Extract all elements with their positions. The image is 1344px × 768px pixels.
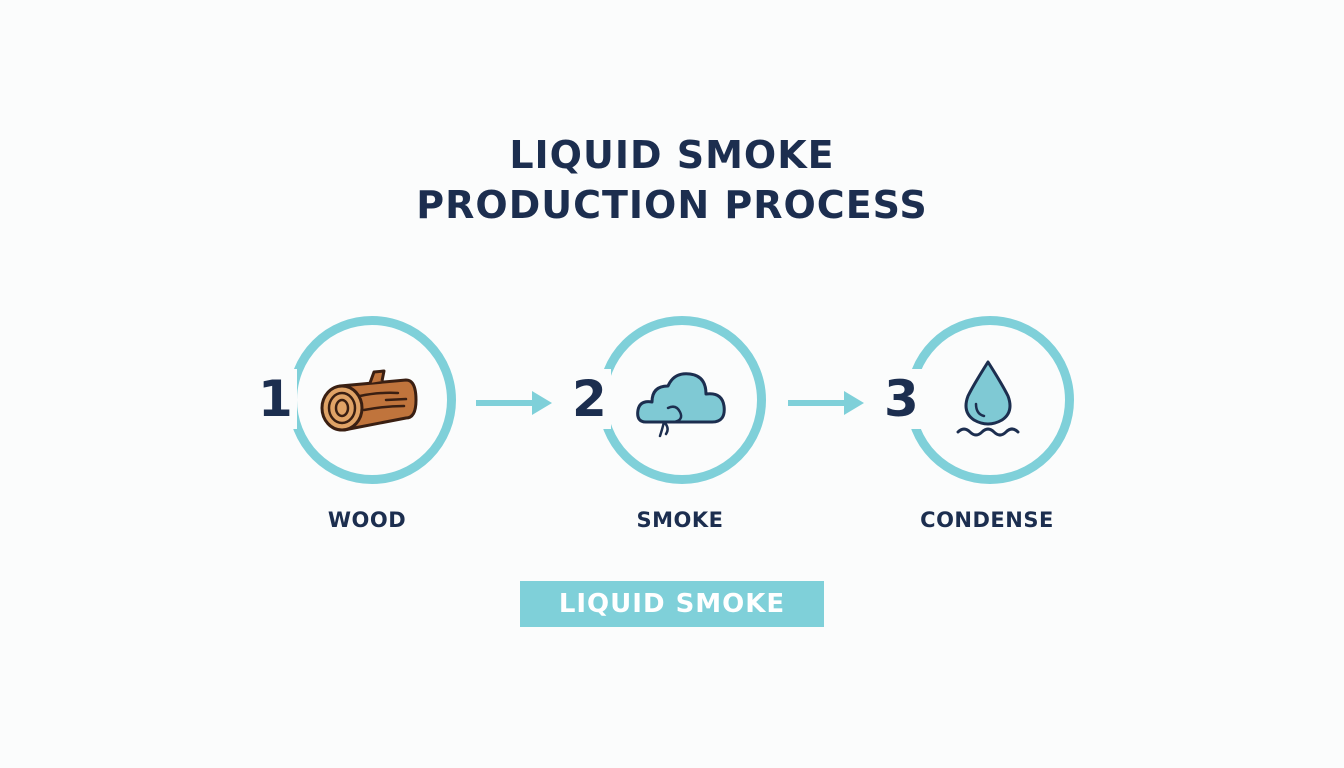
wood-log-icon xyxy=(318,366,418,440)
step-3-number: 3 xyxy=(880,369,923,429)
step-1-label: WOOD xyxy=(327,508,407,532)
arrow-2-icon xyxy=(786,388,866,422)
smoke-cloud-icon xyxy=(634,364,730,442)
title-line-1: LIQUID SMOKE xyxy=(509,133,835,177)
step-3-label: CONDENSE xyxy=(920,508,1054,532)
result-badge: LIQUID SMOKE xyxy=(520,581,824,627)
step-2-number: 2 xyxy=(568,369,611,429)
arrow-1-icon xyxy=(474,388,554,422)
title-line-2: PRODUCTION PROCESS xyxy=(416,183,928,227)
page-title: LIQUID SMOKE PRODUCTION PROCESS xyxy=(0,130,1344,230)
step-1-number: 1 xyxy=(254,369,297,429)
water-drop-icon xyxy=(952,358,1024,446)
step-2-label: SMOKE xyxy=(636,508,724,532)
